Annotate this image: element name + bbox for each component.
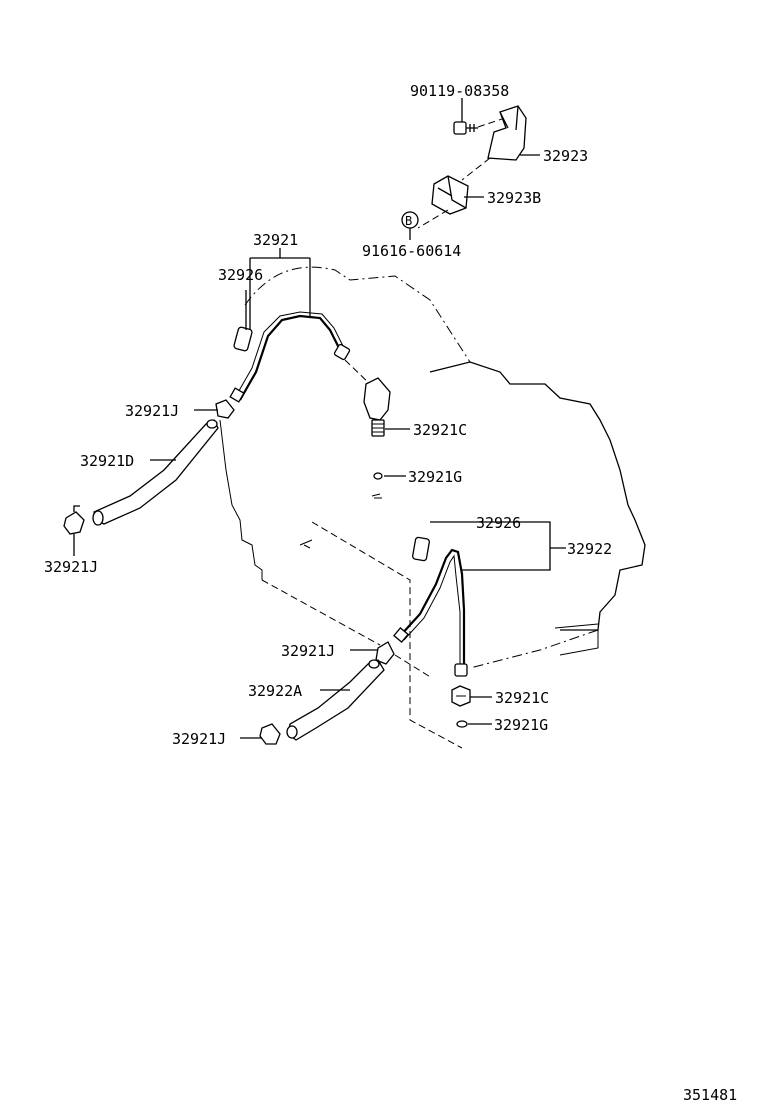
label-32921g-upper: 32921G bbox=[408, 468, 462, 486]
clamp-32921j-left bbox=[63, 505, 85, 535]
label-32926-lower: 32926 bbox=[476, 514, 521, 532]
label-32921c-lower: 32921C bbox=[495, 689, 549, 707]
bolt-90119 bbox=[453, 121, 478, 135]
hose-32922a bbox=[286, 659, 385, 741]
bracket-32923 bbox=[487, 105, 527, 161]
label-32921j-bottom: 32921J bbox=[172, 730, 226, 748]
label-32921: 32921 bbox=[253, 231, 298, 249]
label-32923b: 32923B bbox=[487, 189, 541, 207]
label-ref-b: B bbox=[405, 214, 412, 228]
clamp-32921j-lower bbox=[375, 641, 395, 665]
lower-housing-outline bbox=[261, 521, 463, 749]
label-32921j-lower: 32921J bbox=[281, 642, 335, 660]
label-91616-60614: 91616-60614 bbox=[362, 242, 461, 260]
clamp-32921j-bottom bbox=[259, 723, 281, 745]
label-32922: 32922 bbox=[567, 540, 612, 558]
label-32922a: 32922A bbox=[248, 682, 302, 700]
leader-dash bbox=[477, 117, 506, 128]
pipe-32921 bbox=[229, 311, 351, 403]
label-32921j-upper: 32921J bbox=[125, 402, 179, 420]
label-32921j-left: 32921J bbox=[44, 558, 98, 576]
leader-dash bbox=[461, 157, 491, 181]
clamp-32921j-upper bbox=[215, 399, 235, 419]
leader-dash bbox=[417, 209, 449, 229]
label-32921d: 32921D bbox=[80, 452, 134, 470]
bracket-32923b bbox=[431, 175, 469, 215]
gasket-32921g-upper bbox=[371, 472, 383, 499]
leader-dash bbox=[344, 359, 373, 387]
transmission-case-outline bbox=[219, 266, 646, 669]
sleeve-32926-lower bbox=[412, 536, 430, 562]
label-32923: 32923 bbox=[543, 147, 588, 165]
hose-32921d bbox=[92, 419, 219, 526]
label-32921g-lower: 32921G bbox=[494, 716, 548, 734]
figure-id: 351481 bbox=[683, 1086, 737, 1104]
union-32921c-lower bbox=[451, 685, 471, 707]
label-32921c-upper: 32921C bbox=[413, 421, 467, 439]
label-32926-upper: 32926 bbox=[218, 266, 263, 284]
leader-lines bbox=[73, 98, 566, 739]
gasket-32921g-lower bbox=[456, 720, 468, 728]
label-90119-08358: 90119-08358 bbox=[410, 82, 509, 100]
pipe-32922 bbox=[393, 548, 468, 677]
sleeve-32926-upper bbox=[233, 326, 253, 352]
union-32921c-upper bbox=[363, 377, 391, 437]
